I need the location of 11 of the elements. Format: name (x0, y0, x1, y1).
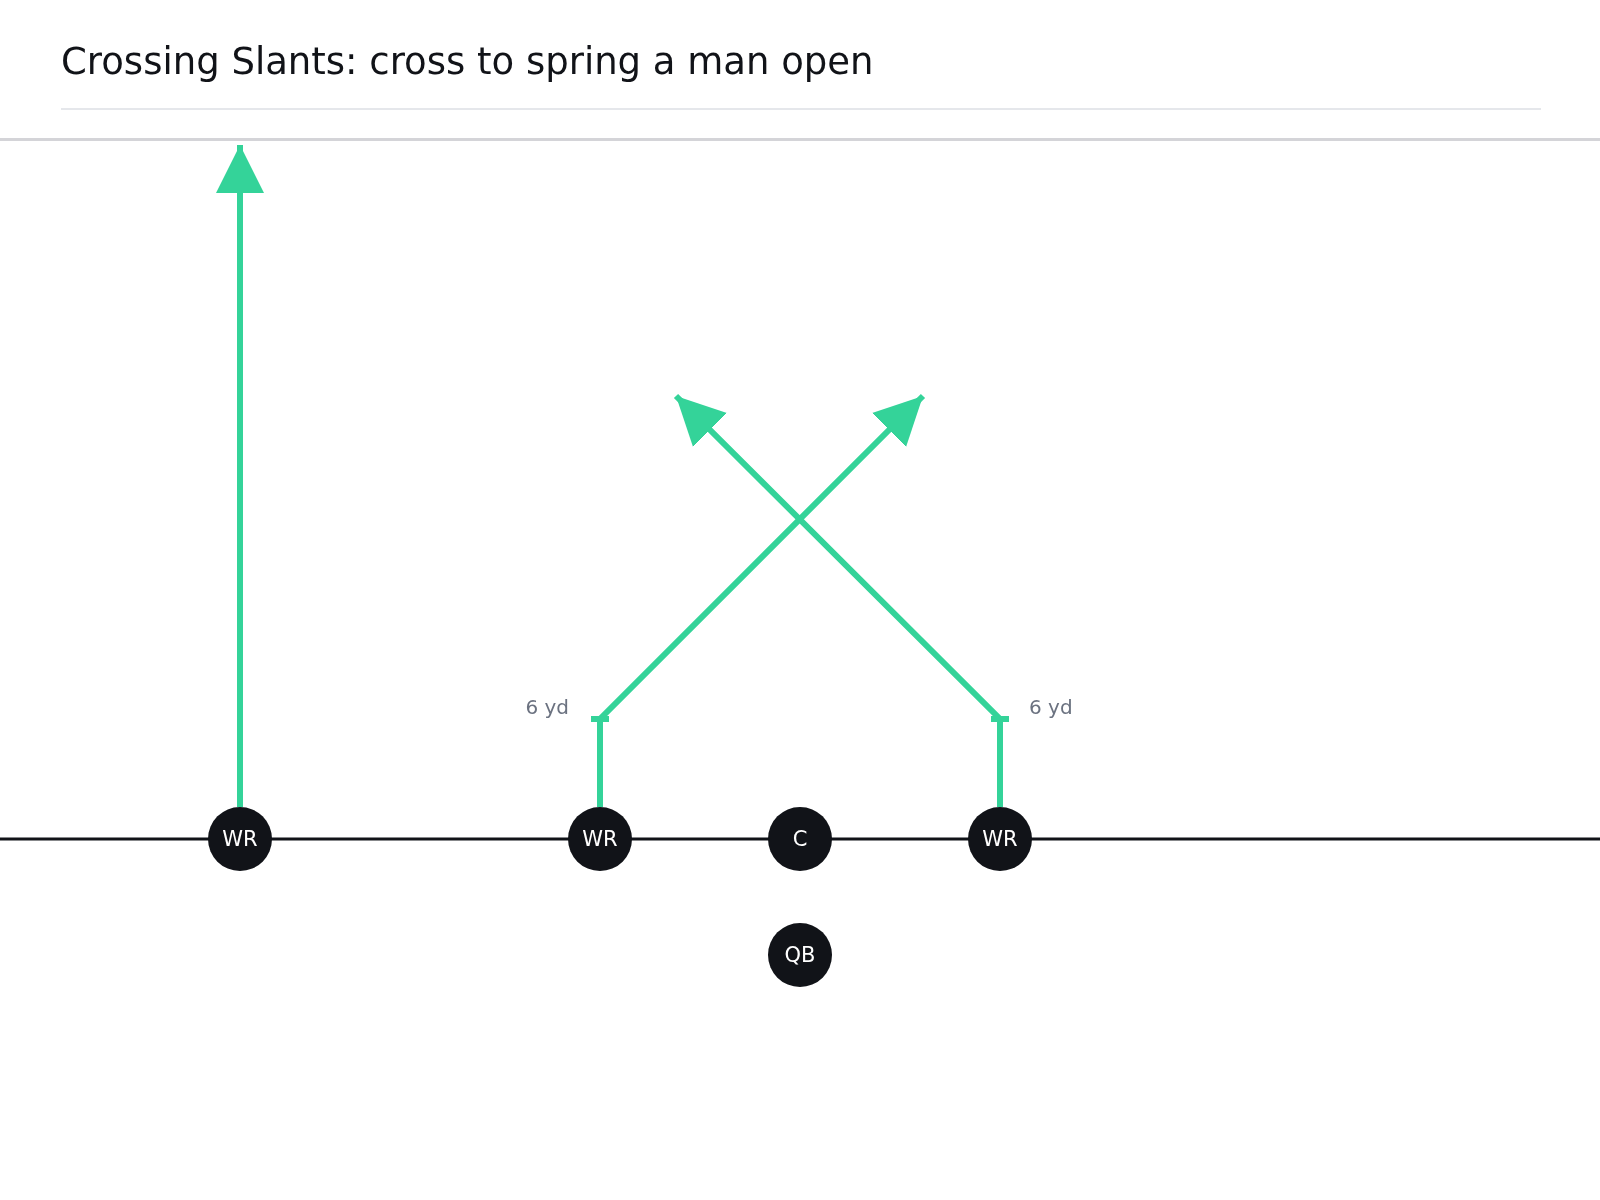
player-circle: WR (568, 807, 632, 871)
title: Crossing Slants: cross to spring a man open (61, 40, 874, 83)
yardage-label: 6 yd (1029, 695, 1073, 719)
player-circle: C (768, 807, 832, 871)
route-arrow (673, 393, 1012, 810)
player-circle: QB (768, 923, 832, 987)
player-circle: WR (968, 807, 1032, 871)
yardage-label: 6 yd (525, 695, 569, 719)
route-arrow (216, 145, 264, 807)
route-arrow (588, 393, 926, 810)
player-circle: WR (208, 807, 272, 871)
